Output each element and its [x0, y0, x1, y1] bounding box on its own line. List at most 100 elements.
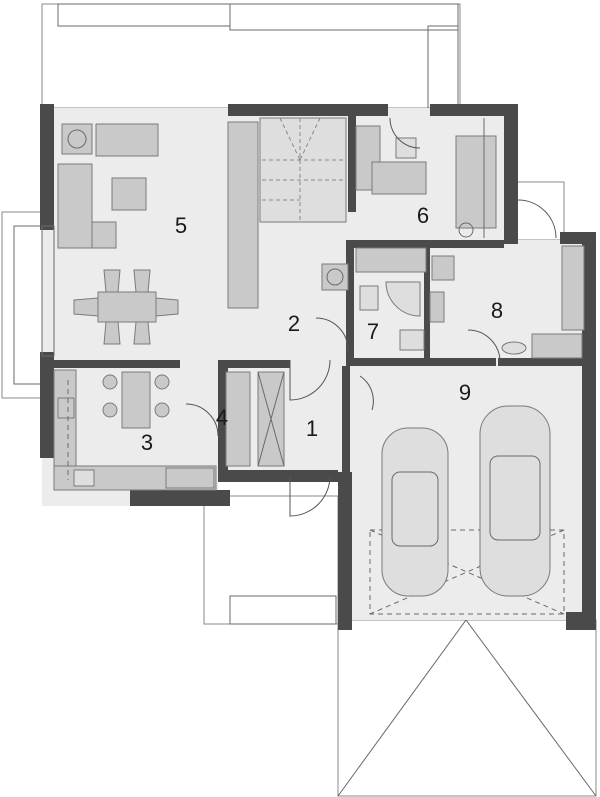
dining-chair [73, 297, 99, 317]
wall-utility-south [498, 358, 584, 366]
staircase [227, 117, 347, 309]
dining-table [97, 291, 157, 323]
front-porch [203, 495, 339, 625]
door-office [389, 117, 421, 149]
kitchen-table [121, 371, 151, 429]
kitchen-furniture [53, 369, 217, 491]
door-front [289, 475, 331, 517]
wardrobe-cross [257, 371, 285, 467]
room-number-9: 9 [459, 380, 471, 405]
stair-cabinet [227, 121, 259, 309]
utility-counter [531, 333, 583, 359]
bath-cabinet [355, 247, 427, 273]
wall-west-lower [40, 352, 54, 458]
side-terrace [1, 211, 43, 399]
pantry-shelf [225, 371, 251, 467]
door-pantry [185, 403, 219, 437]
dining-chair [155, 297, 179, 317]
door-garage [359, 375, 374, 411]
lamp-icon [458, 222, 474, 238]
room-number-3: 3 [141, 430, 153, 455]
boiler-icon [326, 268, 344, 286]
walls [40, 104, 596, 630]
wall-hall-garage [342, 366, 350, 472]
wall-south-hall [218, 470, 338, 482]
wall-west-upper [40, 104, 54, 230]
wall-north-east [430, 104, 516, 116]
wall-south-kitchen [130, 490, 230, 506]
wall-east-upper [504, 104, 518, 244]
car-right-roof [489, 455, 541, 541]
sofa-side [57, 163, 93, 249]
dining-chair [133, 269, 151, 293]
coffee-table [111, 177, 147, 211]
kitchen-sill [42, 494, 130, 506]
stove [57, 397, 75, 419]
wall-garage-door-left [338, 612, 352, 630]
washer [429, 291, 445, 323]
kitchen-sink [73, 469, 95, 487]
sofa-corner [91, 221, 117, 249]
room-number-5: 5 [175, 213, 187, 238]
fireplace-icon [67, 129, 87, 149]
toilet [359, 285, 379, 311]
pantry-wardrobe [225, 371, 285, 467]
office-chair [395, 137, 417, 159]
bath-sink [399, 329, 425, 351]
kitchen-stool [154, 402, 170, 418]
terrace-window [41, 225, 55, 357]
room-number-2: 2 [288, 311, 300, 336]
door-bath [315, 317, 349, 351]
car-left [381, 427, 449, 597]
door-hall [289, 359, 331, 401]
utility-shelf [561, 245, 585, 331]
driveway [337, 619, 597, 797]
wall-east-porch [560, 232, 586, 244]
office-sofa [455, 135, 497, 229]
outdoor-areas [1, 3, 597, 797]
wall-office-south [346, 240, 504, 248]
hall-fixtures [321, 245, 585, 359]
room-number-7: 7 [367, 319, 379, 344]
doors [185, 117, 557, 517]
dining-chair [103, 269, 121, 293]
fireplace [61, 123, 93, 155]
front-steps [229, 595, 337, 625]
dining-chair [133, 321, 151, 345]
room-number-1: 1 [306, 416, 318, 441]
terrace-planter [229, 3, 459, 31]
wall-north-mid [228, 104, 388, 116]
room-number-8: 8 [491, 298, 503, 323]
wall-garage-door-right [566, 612, 596, 630]
kitchen-cabinets [165, 467, 215, 489]
door-utility [467, 329, 501, 363]
wall-stair-office [348, 116, 356, 212]
garage-cars [369, 405, 565, 615]
kitchen-stool [102, 374, 118, 390]
rear-terrace [41, 3, 461, 109]
wall-bath-west [346, 240, 354, 360]
office-furniture [355, 118, 497, 238]
stair-winder [299, 117, 321, 161]
office-desk [371, 161, 427, 195]
wall-pantry-west [218, 360, 228, 470]
boiler [321, 263, 349, 291]
dining-chair [103, 321, 121, 345]
wall-kitchen-living [54, 360, 180, 368]
room-number-6: 6 [417, 203, 429, 228]
wall-pantry-north [218, 360, 290, 368]
sofa-top [95, 123, 159, 157]
wall-west-garage [338, 472, 352, 630]
utility-sink [501, 341, 527, 355]
wall-bath-east [424, 248, 430, 358]
room-labels: 1 2 3 4 5 6 7 8 9 [141, 203, 503, 455]
utility-boiler [431, 255, 455, 281]
kitchen-counter-west [53, 369, 77, 479]
stair-well [259, 117, 347, 223]
car-right [479, 405, 551, 597]
wall-east-garage [582, 232, 596, 630]
side-entry-porch [515, 181, 565, 241]
room-number-4: 4 [216, 405, 228, 430]
